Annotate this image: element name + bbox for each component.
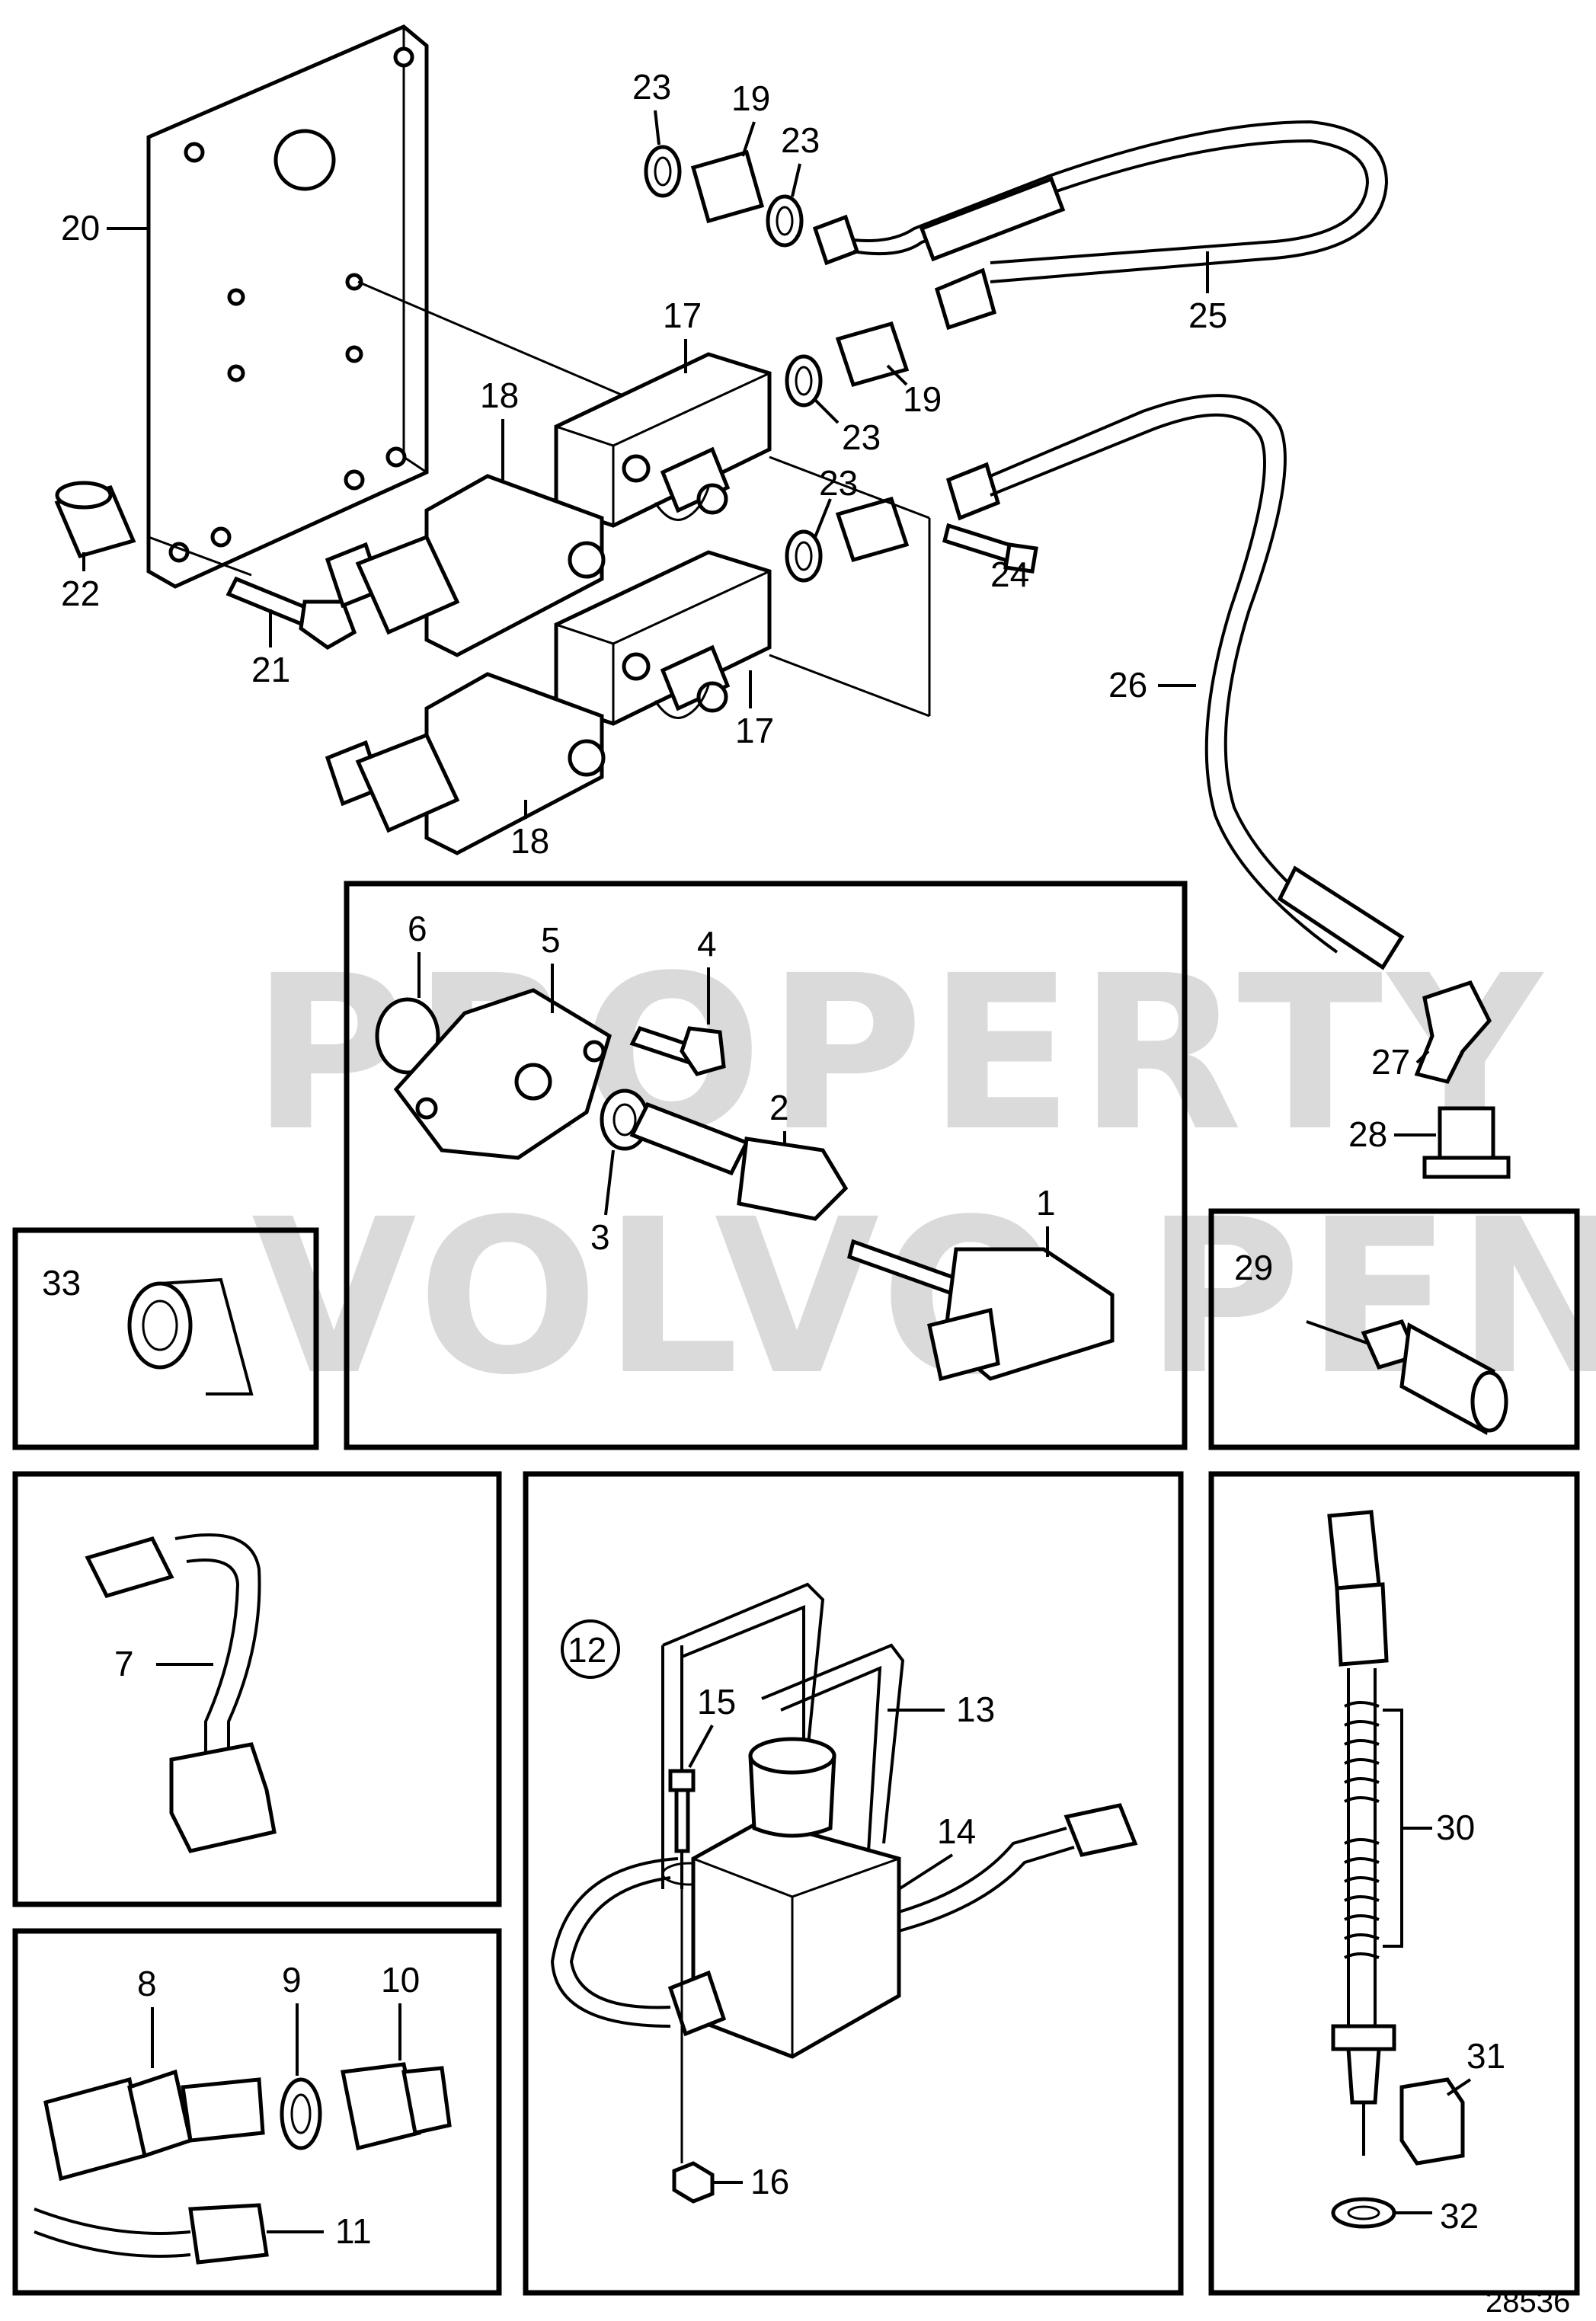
seal-ring-middle	[785, 354, 823, 408]
tape-roll	[127, 1277, 254, 1395]
callout-33: 33	[42, 1263, 81, 1303]
cable-connector	[34, 2203, 269, 2265]
callout-5: 5	[541, 920, 561, 960]
adapter-union-lower	[835, 496, 910, 563]
cable-sensor	[85, 1533, 277, 1853]
callout-19: 19	[903, 379, 942, 419]
sealing-ring	[1331, 2197, 1396, 2229]
spacer-sleeve	[54, 481, 136, 559]
box-29	[1208, 1208, 1580, 1450]
callout-16: 16	[750, 2162, 789, 2201]
callout-9: 9	[282, 1960, 302, 2000]
threaded-nipple	[1422, 1106, 1511, 1179]
box-7	[12, 1471, 502, 1907]
callout-14: 14	[937, 1811, 976, 1851]
box-33	[12, 1227, 319, 1450]
solenoid-upper	[325, 474, 606, 657]
drawing-number: 28536	[1486, 2285, 1570, 2319]
pressure-sensor	[43, 2069, 265, 2182]
o-ring	[375, 997, 440, 1075]
callout-27: 27	[1371, 1042, 1410, 1082]
callout-6: 6	[408, 909, 427, 948]
hose-lower	[945, 394, 1405, 970]
callout-28: 28	[1348, 1114, 1387, 1154]
level-switch	[667, 1737, 901, 2059]
flange-bolt-small	[629, 1025, 726, 1076]
callout-24: 24	[990, 555, 1029, 594]
callout-17: 17	[663, 296, 702, 335]
callout-32: 32	[1440, 2196, 1479, 2236]
box-30-32	[1208, 1471, 1580, 2296]
callout-18: 18	[480, 376, 519, 415]
callout-18: 18	[510, 821, 549, 861]
callout-13: 13	[956, 1690, 995, 1729]
callout-17: 17	[735, 711, 774, 750]
adapter-fitting	[629, 1101, 849, 1221]
callout-23: 23	[819, 463, 858, 503]
callout-31: 31	[1466, 2036, 1505, 2076]
callout-12: 12	[568, 1630, 606, 1670]
callout-4: 4	[697, 924, 717, 964]
reducer-nipple	[341, 2062, 452, 2151]
box-12-16	[523, 1471, 1184, 2296]
callout-15: 15	[697, 1682, 736, 1722]
flange-bolt	[225, 576, 357, 650]
box-8-11	[12, 1928, 502, 2296]
bolt	[668, 1769, 696, 1853]
connector-plug	[1306, 1319, 1508, 1435]
solenoid-lower	[325, 672, 606, 855]
callout-3: 3	[590, 1217, 610, 1257]
callout-21: 21	[251, 650, 290, 689]
flange-plate	[393, 988, 612, 1160]
callout-10: 10	[381, 1960, 420, 2000]
callout-1: 1	[1036, 1183, 1056, 1223]
callout-19: 19	[731, 78, 770, 118]
callout-26: 26	[1108, 665, 1147, 705]
callout-30: 30	[1436, 1808, 1475, 1847]
callout-11: 11	[335, 2211, 372, 2251]
elbow-fitting	[1414, 980, 1492, 1084]
hose-upper	[812, 120, 1389, 331]
callout-22: 22	[61, 574, 100, 613]
callout-29: 29	[1234, 1248, 1273, 1287]
box-sensor-kit	[344, 881, 1188, 1450]
callout-20: 20	[61, 208, 100, 248]
callout-25: 25	[1188, 296, 1227, 335]
seal-ring-top-right	[766, 194, 804, 248]
callout-23: 23	[842, 417, 881, 457]
nut	[672, 2161, 715, 2204]
callout-8: 8	[137, 1964, 157, 2003]
sealing-washer	[280, 2077, 322, 2150]
seal-ring-lower	[785, 529, 823, 583]
adapter-nut	[1399, 2077, 1465, 2166]
adapter-union-top	[690, 149, 765, 224]
callout-12-circle	[561, 1619, 620, 1679]
watermark-line2: VOLVO PENTA	[251, 1174, 1596, 1422]
callout-7: 7	[114, 1644, 134, 1683]
callout-23: 23	[781, 120, 820, 160]
callout-2: 2	[769, 1088, 789, 1127]
screw	[942, 523, 1038, 574]
sensor	[847, 1239, 1115, 1382]
valve-block-upper	[554, 352, 772, 528]
seal-ring-top-left	[644, 145, 682, 198]
mounting-plate	[146, 24, 429, 589]
temperature-sensor	[1327, 1510, 1396, 2156]
cable-harness	[550, 1803, 1138, 2028]
callout-23: 23	[632, 67, 671, 107]
